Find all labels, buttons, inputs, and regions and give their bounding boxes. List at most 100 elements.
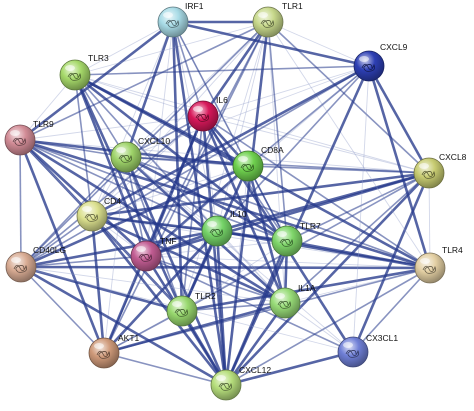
node-cd4[interactable]: CD4 [76,196,121,232]
edge-tlr9-akt1 [18,139,106,354]
node-tlr3[interactable]: TLR3 [59,53,109,91]
edge-tlr2-il1a [181,302,286,312]
edge-il6-cd40lg [20,115,204,268]
sphere-highlight [136,246,146,252]
edge-il6-cxcl9 [202,65,370,117]
node-irf1[interactable]: IRF1 [157,1,204,38]
node-sphere [130,240,162,272]
sphere-highlight [343,342,353,348]
node-cd40lg[interactable]: CD40LG [5,245,66,283]
edge-cxcl10-cxcl12 [124,156,228,386]
sphere-highlight [82,206,92,212]
protein-structure-icon [174,308,188,317]
protein-structure-icon [345,349,359,358]
node-label: TLR1 [282,1,303,11]
edge-cxcl9-tlr1 [267,21,370,67]
node-il1a[interactable]: IL1A [269,283,316,319]
sphere-highlight [359,56,369,62]
edge-il10-tlr1 [216,21,269,232]
node-label: CXCL9 [380,42,408,52]
node-cxcl12[interactable]: CXCL12 [210,365,271,401]
sphere-highlight [419,163,429,169]
edge-il6-tlr9 [19,115,204,141]
edge-cxcl10-tlr3 [74,74,127,158]
sphere-highlight [275,293,285,299]
edge-tlr3-tlr1 [74,21,269,76]
edge-cxcl10-tlr7 [125,155,288,243]
node-cxcl9[interactable]: CXCL9 [353,42,408,82]
edge-tlr2-tlr3 [73,74,184,312]
protein-structure-icon [218,382,232,391]
edge-cxcl8-cxcl12 [225,172,430,386]
node-sphere [110,141,142,173]
node-cxcl8[interactable]: CXCL8 [413,152,467,189]
node-tlr2[interactable]: TLR2 [166,291,216,327]
edge-tnf-akt1 [103,255,147,354]
edge-tlr1-cxcl12 [224,21,270,386]
node-tlr1[interactable]: TLR1 [252,1,303,38]
edge-tlr7-tlr1 [267,21,288,242]
node-sphere [88,337,120,369]
node-cxcl10[interactable]: CXCL10 [110,136,170,173]
edge-tlr4-tlr2 [181,266,431,313]
edge-cxcl8-cd8a [247,165,430,174]
sphere-highlight [420,258,430,264]
node-sphere [414,252,446,284]
node-tlr7[interactable]: TLR7 [271,221,321,257]
protein-structure-icon [165,19,179,28]
edge-il10-cxcl9 [216,65,370,232]
edge-il6-irf1 [172,21,204,117]
edge-cd8a-tlr3 [74,73,249,168]
edge-il1a-akt1 [103,301,286,355]
protein-structure-icon [260,19,274,28]
edge-cxcl8-tlr4 [428,172,431,269]
node-label: AKT1 [118,333,140,343]
node-sphere [269,287,301,319]
sphere-highlight [277,231,287,237]
node-tlr9[interactable]: TLR9 [4,119,54,156]
sphere-highlight [116,147,126,153]
edge-cd4-cxcl9 [91,64,370,218]
node-akt1[interactable]: AKT1 [88,333,140,369]
edge-tlr9-irf1 [19,20,174,142]
node-label: CXCL8 [439,152,467,162]
node-cx3cl1[interactable]: CX3CL1 [337,333,398,368]
edge-tlr4-tlr9 [19,138,431,270]
sphere-highlight [216,375,226,381]
edge-il6-tlr4 [202,115,431,269]
edge-irf1-cxcl12 [171,21,228,386]
edge-cd4-akt1 [90,215,106,354]
node-label: CD40LG [33,245,66,255]
node-tlr4[interactable]: TLR4 [414,245,463,284]
edge-tnf-tlr3 [73,74,148,257]
node-tnf[interactable]: TNF [130,236,177,272]
edge-cxcl10-akt1 [103,156,127,354]
node-il10[interactable]: IL10 [201,209,247,247]
edge-cd4-tlr9 [19,139,93,217]
sphere-highlight [10,130,20,136]
node-label: TLR9 [33,119,54,129]
node-label: IL6 [216,95,228,105]
edge-tlr2-cd40lg [20,265,183,313]
edge-cxcl12-cd40lg [20,265,227,387]
node-sphere [5,251,37,283]
sphere-highlight [172,301,182,307]
node-sphere [210,369,242,401]
protein-structure-icon [84,213,98,222]
node-il6[interactable]: IL6 [187,95,228,132]
node-cd8a[interactable]: CD8A [232,145,284,182]
edge-cxcl8-cxcl9 [367,65,431,174]
edge-tlr9-il1a [19,138,286,305]
edge-cxcl10-cxcl9 [125,65,370,158]
edge-cxcl10-irf1 [124,21,175,158]
node-sphere [76,200,108,232]
edge-cd4-il1a [91,214,286,305]
protein-structure-icon [12,137,26,146]
protein-structure-icon [96,350,110,359]
edge-tlr9-cd40lg [19,139,22,268]
edge-il1a-cxcl12 [224,302,287,386]
edge-tnf-il1a [145,255,286,304]
edge-cx3cl1-tlr4 [352,267,431,353]
edge-cxcl10-cx3cl1 [125,156,354,353]
